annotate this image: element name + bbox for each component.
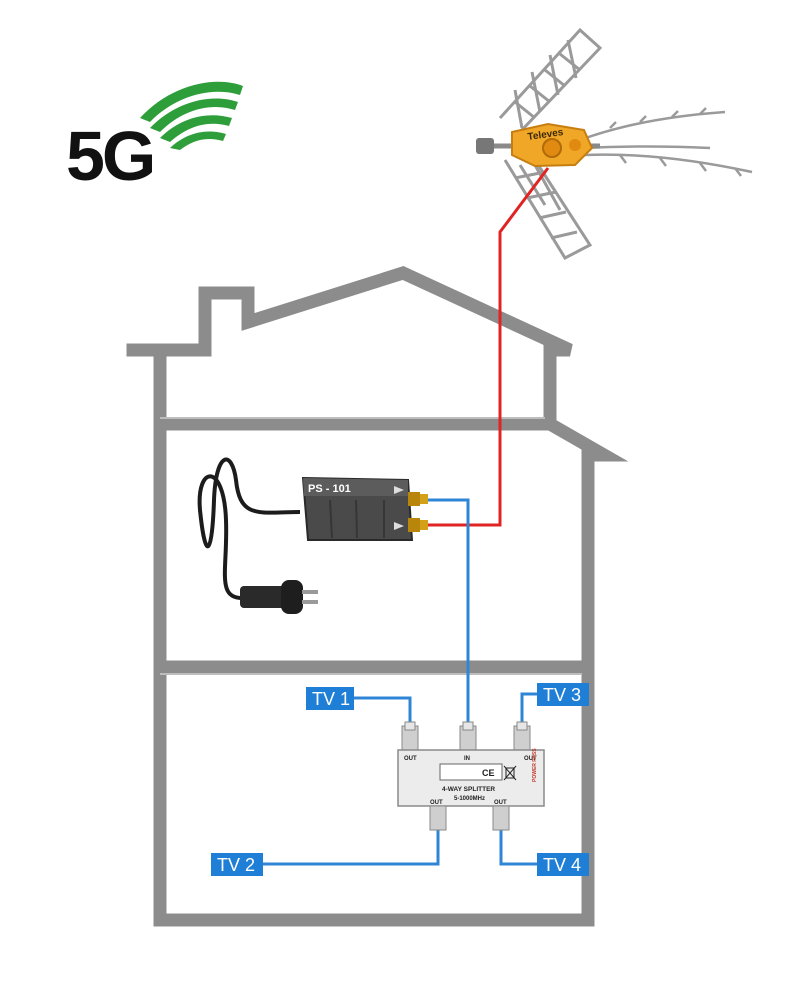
tv3-label-text: TV 3	[543, 685, 581, 705]
recycle-bin-icon	[503, 765, 517, 781]
splitter-model-line: 4-WAY SPLITTER	[442, 786, 495, 793]
ps-connector-bottom	[408, 518, 428, 532]
splitter-label-out-bottom-right: OUT	[494, 800, 507, 806]
5g-logo: 5G	[66, 81, 243, 195]
tv2-label-text: TV 2	[217, 855, 255, 875]
cables	[262, 167, 550, 866]
power-supply-model: PS - 101	[308, 483, 351, 495]
tv1-label: TV 1	[306, 687, 354, 710]
tv3-cable	[520, 692, 537, 728]
power-plug-icon	[240, 580, 318, 614]
house-roof-and-walls	[126, 266, 629, 927]
splitter-label-in: IN	[464, 756, 470, 762]
tv4-label-text: TV 4	[543, 855, 581, 875]
antenna-housing	[511, 122, 594, 168]
tv1-cable	[352, 696, 412, 728]
house-inner-highlight	[160, 417, 582, 675]
logo-text: 5G	[66, 117, 153, 195]
splitter-label-out-bottom-left: OUT	[430, 800, 443, 806]
splitter-port-bottom-right	[492, 805, 510, 831]
antenna-reflector-lower	[503, 159, 593, 260]
antenna-mount	[476, 138, 494, 154]
antenna-cable	[428, 167, 550, 527]
tv4-label: TV 4	[537, 853, 589, 876]
ps-connector-top	[408, 492, 428, 506]
signal-waves-icon	[140, 81, 243, 150]
power-supply-unit: PS - 101	[197, 457, 428, 614]
splitter-port-in	[459, 721, 477, 751]
splitter-freq-line: 5-1000MHz	[454, 796, 485, 802]
antenna-brand-text: Televes	[527, 127, 565, 143]
splitter-port-top-left	[401, 721, 419, 751]
splitter-port-bottom-left	[429, 805, 447, 831]
tv2-label: TV 2	[211, 853, 263, 876]
antenna-directors	[579, 107, 753, 177]
splitter-side-text: POWER PASS	[532, 748, 538, 782]
tv1-label-text: TV 1	[312, 689, 350, 709]
splitter-label-out-top-left: OUT	[404, 756, 417, 762]
power-cord	[197, 457, 301, 601]
4-way-splitter: IN OUT OUT CE 4-WAY SPLITTER 5-1000MHz P…	[397, 721, 545, 831]
splitter-label-out-top-right: OUT	[524, 756, 537, 762]
splitter-cert: CE	[482, 768, 495, 778]
tv2-cable	[262, 830, 440, 866]
splitter-port-top-right	[513, 721, 531, 751]
house-outline	[126, 266, 629, 927]
ps-to-splitter-cable	[428, 498, 470, 728]
tv4-cable	[499, 830, 537, 866]
antenna-reflector-upper	[498, 27, 603, 134]
tv-antenna: Televes	[476, 27, 753, 260]
tv3-label: TV 3	[537, 683, 589, 706]
